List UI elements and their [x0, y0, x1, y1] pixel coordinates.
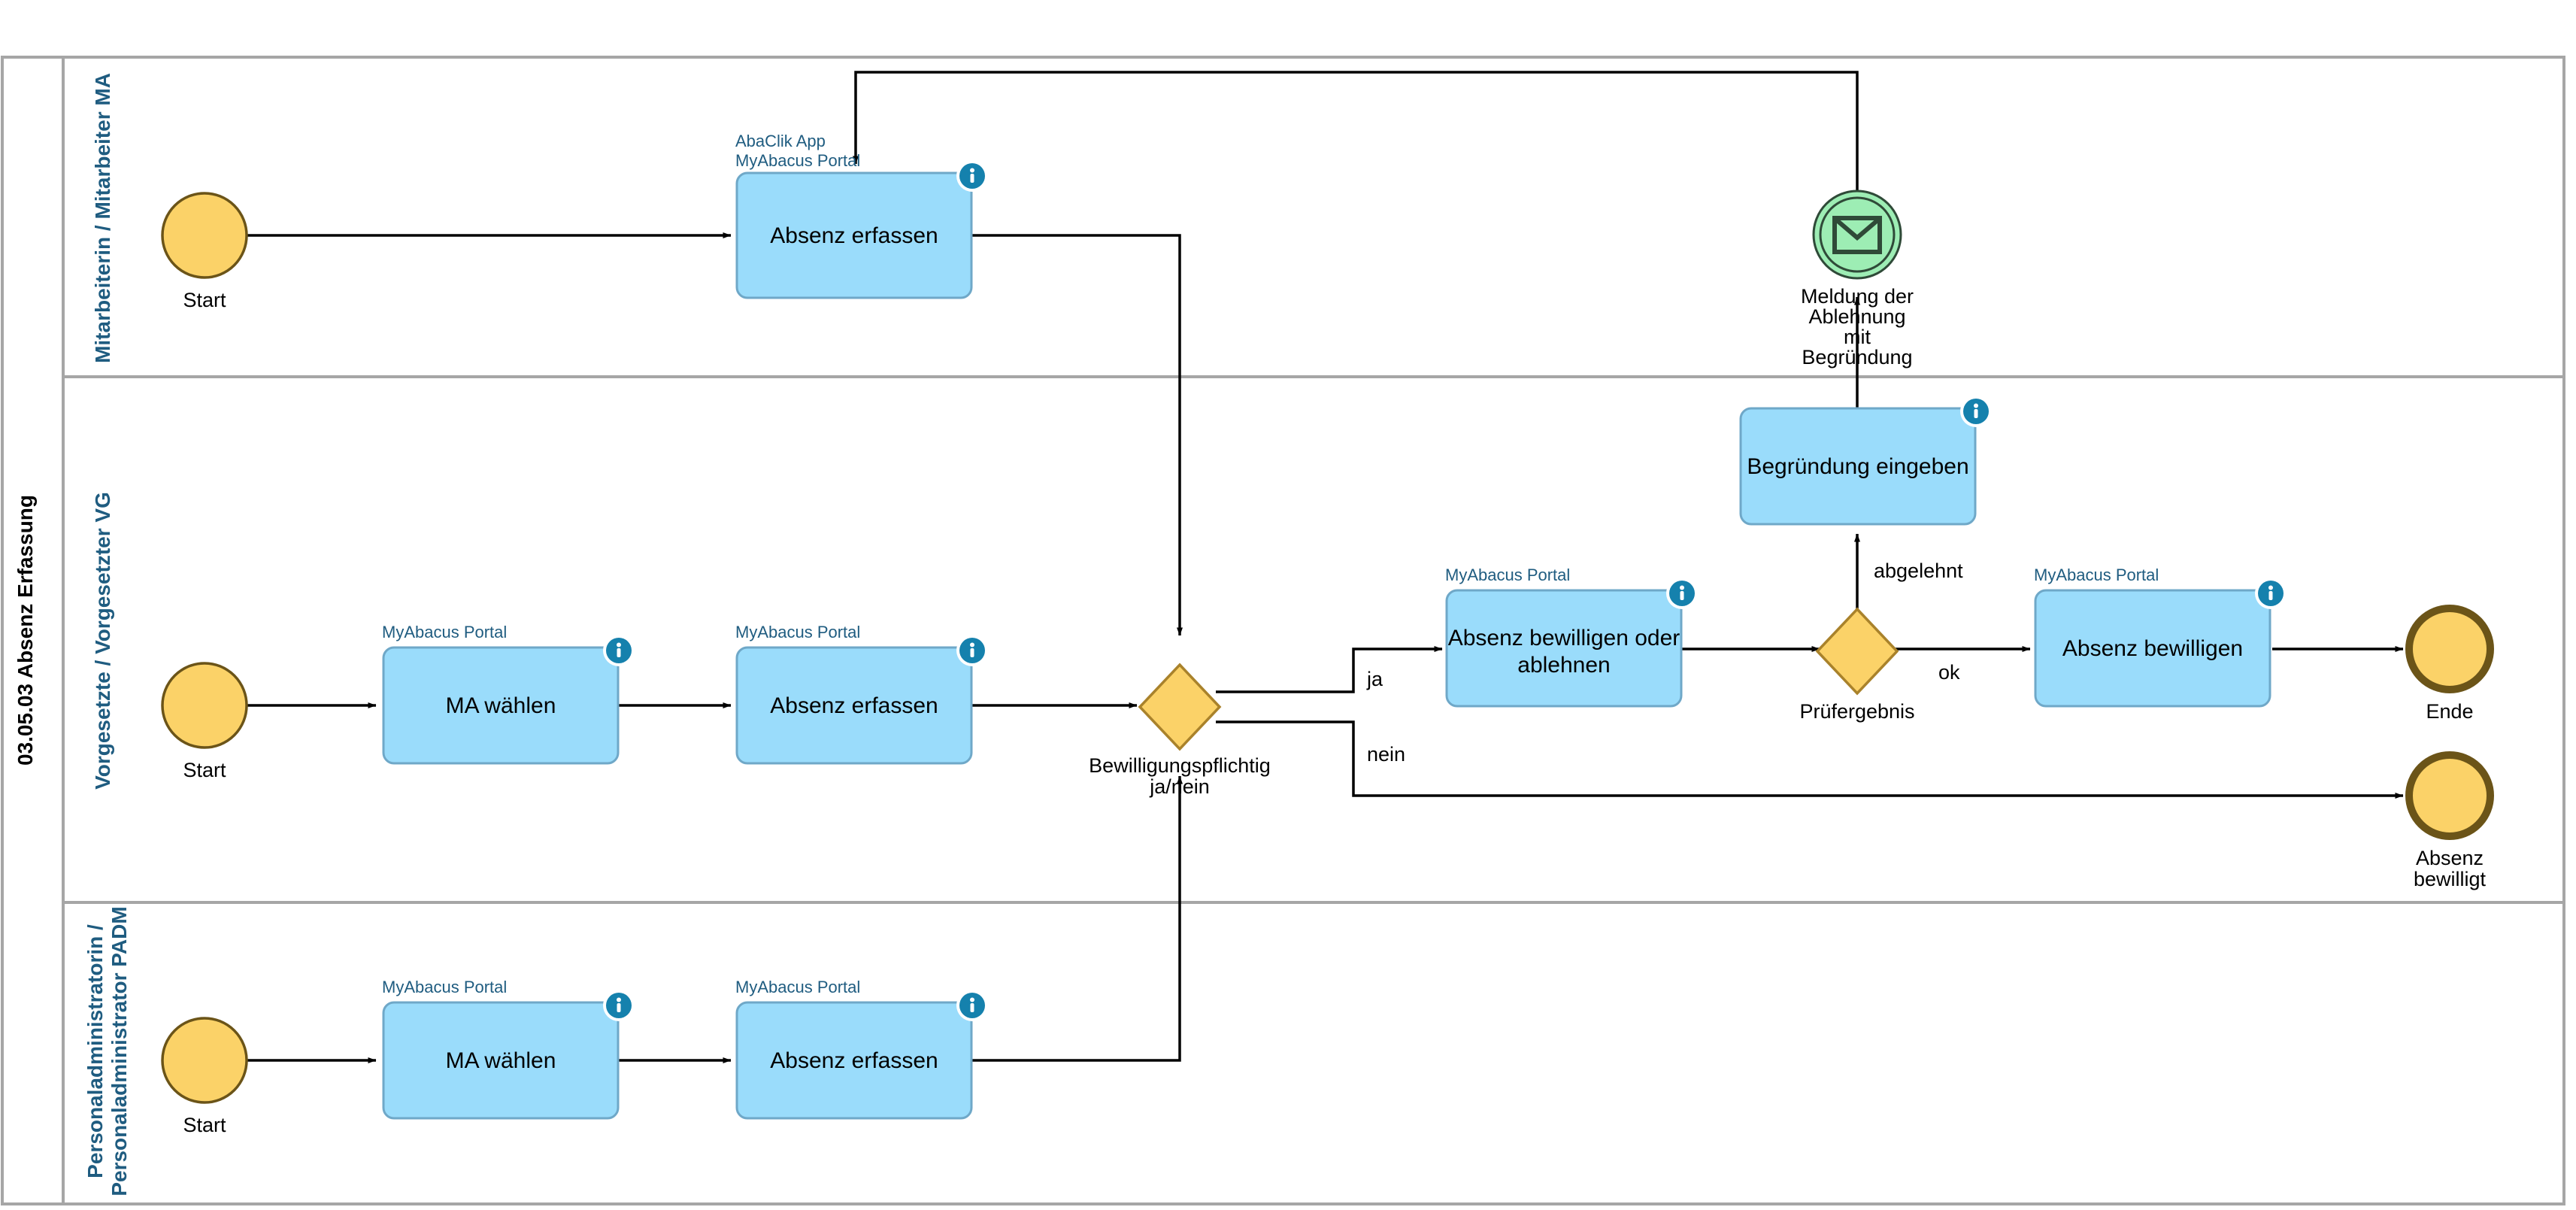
- start-event-label: Start: [183, 1114, 226, 1136]
- message-event-label-line3: mit: [1844, 326, 1871, 348]
- node-task-vg-begruendung-eingeben[interactable]: Begründung eingeben: [1739, 396, 1992, 526]
- node-task-vg-absenz-erfassen[interactable]: MyAbacus Portal Absenz erfassen: [735, 623, 988, 765]
- lane-title-ma: Mitarbeiterin / Mitarbeiter MA: [91, 73, 114, 363]
- flow-gateway-nein: [1216, 720, 2404, 799]
- end-event-label-line1: Absenz: [2416, 847, 2484, 869]
- message-event-inner-circle: [1819, 196, 1896, 273]
- pool: 03.05.03 Absenz Erfassung Mitarbeiterin …: [1, 56, 2565, 1205]
- node-task-padm-absenz-erfassen[interactable]: MyAbacus Portal Absenz erfassen: [735, 978, 988, 1120]
- task-box[interactable]: [1739, 407, 1977, 526]
- end-event-label-line2: bewilligt: [2414, 868, 2487, 890]
- info-icon[interactable]: [603, 990, 635, 1021]
- flow-padm-absenz-to-gateway: [971, 775, 1183, 1062]
- lane-title-padm-line2: Personaladministrator PADM: [108, 906, 131, 1196]
- task-box[interactable]: [1445, 589, 1683, 708]
- gateway-diamond[interactable]: [1815, 607, 1899, 696]
- flow-labels: ja nein abgelehnt ok: [1366, 560, 1963, 766]
- flow-label-nein: nein: [1367, 743, 1405, 766]
- node-start-padm[interactable]: Start: [161, 1017, 248, 1136]
- lane-title-padm: Personaladministratorin / Personaladmini…: [83, 906, 131, 1196]
- info-icon[interactable]: [2255, 578, 2287, 609]
- end-event-circle[interactable]: [2405, 751, 2494, 840]
- external-label: MyAbacus Portal: [2034, 566, 2159, 584]
- gateway-diamond[interactable]: [1138, 663, 1222, 751]
- message-event-label-line4: Begründung: [1802, 346, 1912, 368]
- node-task-vg-ma-waehlen[interactable]: MyAbacus Portal MA wählen: [382, 623, 635, 765]
- task-box[interactable]: [382, 1001, 620, 1120]
- flow-feedback-to-absenz-erfassen: [853, 71, 1859, 190]
- message-event-outer-circle[interactable]: [1812, 190, 1902, 280]
- external-label: MyAbacus Portal: [735, 978, 860, 996]
- pool-border: [1, 56, 2565, 1205]
- node-message-event-ablehnung[interactable]: Meldung der Ablehnung mit Begründung: [1801, 190, 1914, 368]
- gateway-label: Prüfergebnis: [1799, 700, 1914, 723]
- message-event-label-line2: Ablehnung: [1808, 305, 1905, 328]
- flow-ma-absenz-to-gateway: [971, 234, 1183, 636]
- task-box[interactable]: [735, 171, 973, 299]
- end-event-label: Ende: [2426, 700, 2473, 723]
- flow-label-abgelehnt: abgelehnt: [1874, 560, 1963, 582]
- task-box[interactable]: [735, 646, 973, 765]
- external-label: MyAbacus Portal: [382, 978, 507, 996]
- message-event-label-line1: Meldung der: [1801, 285, 1914, 308]
- flow-label-ja: ja: [1366, 668, 1383, 690]
- node-start-ma[interactable]: Start: [161, 192, 248, 311]
- info-icon[interactable]: [956, 635, 988, 666]
- start-event-circle[interactable]: [161, 662, 248, 749]
- sequence-flows: [246, 71, 2404, 1063]
- lane-title-vg: Vorgesetzte / Vorgesetzter VG: [91, 492, 114, 790]
- node-task-vg-absenz-bewilligen[interactable]: MyAbacus Portal Absenz bewilligen: [2034, 566, 2287, 708]
- external-label: MyAbacus Portal: [382, 623, 507, 641]
- gateway-label-line2: ja/nein: [1149, 775, 1210, 798]
- end-event-circle[interactable]: [2405, 605, 2494, 693]
- task-label: Absenz bewilligen: [2062, 636, 2243, 661]
- task-box[interactable]: [735, 1001, 973, 1120]
- task-label: MA wählen: [446, 693, 556, 718]
- task-label: MA wählen: [446, 1048, 556, 1073]
- task-label-line1: Absenz bewilligen oder: [1448, 626, 1680, 650]
- pool-title: 03.05.03 Absenz Erfassung: [14, 495, 37, 766]
- info-icon[interactable]: [956, 160, 988, 192]
- node-end-absenz-bewilligt[interactable]: Absenz bewilligt: [2405, 751, 2494, 890]
- external-label: MyAbacus Portal: [735, 623, 860, 641]
- info-icon[interactable]: [1960, 396, 1992, 427]
- external-label-line2: MyAbacus Portal: [735, 151, 860, 170]
- task-label: Begründung eingeben: [1747, 454, 1968, 479]
- task-box[interactable]: [2034, 589, 2271, 708]
- gateway-label-line1: Bewilligungspflichtig: [1089, 754, 1271, 777]
- task-label: Absenz erfassen: [770, 693, 938, 718]
- node-task-vg-bewilligen-oder-ablehnen[interactable]: MyAbacus Portal Absenz bewilligen oder a…: [1445, 566, 1698, 708]
- node-end-ende[interactable]: Ende: [2405, 605, 2494, 723]
- node-gateway-bewilligungspflichtig[interactable]: Bewilligungspflichtig ja/nein: [1089, 663, 1271, 798]
- envelope-icon: [1832, 216, 1882, 254]
- task-label: Absenz erfassen: [770, 1048, 938, 1073]
- task-box[interactable]: [382, 646, 620, 765]
- start-event-circle[interactable]: [161, 1017, 248, 1104]
- task-label: Absenz erfassen: [770, 223, 938, 248]
- start-event-label: Start: [183, 759, 226, 781]
- task-label-line2: ablehnen: [1517, 653, 1610, 678]
- node-start-vg[interactable]: Start: [161, 662, 248, 781]
- node-task-padm-ma-waehlen[interactable]: MyAbacus Portal MA wählen: [382, 978, 635, 1120]
- node-gateway-pruefergebnis[interactable]: Prüfergebnis: [1799, 607, 1915, 723]
- start-event-circle[interactable]: [161, 192, 248, 279]
- flow-label-ok: ok: [1938, 661, 1960, 684]
- info-icon[interactable]: [956, 990, 988, 1021]
- info-icon[interactable]: [1666, 578, 1698, 609]
- flow-gateway-ja: [1216, 646, 1443, 693]
- info-icon[interactable]: [603, 635, 635, 666]
- lane-title-padm-line1: Personaladministratorin /: [83, 924, 107, 1178]
- external-label-line1: AbaClik App: [735, 132, 826, 150]
- node-task-ma-absenz-erfassen[interactable]: AbaClik App MyAbacus Portal Absenz erfas…: [735, 132, 988, 299]
- start-event-label: Start: [183, 289, 226, 311]
- external-label: MyAbacus Portal: [1445, 566, 1570, 584]
